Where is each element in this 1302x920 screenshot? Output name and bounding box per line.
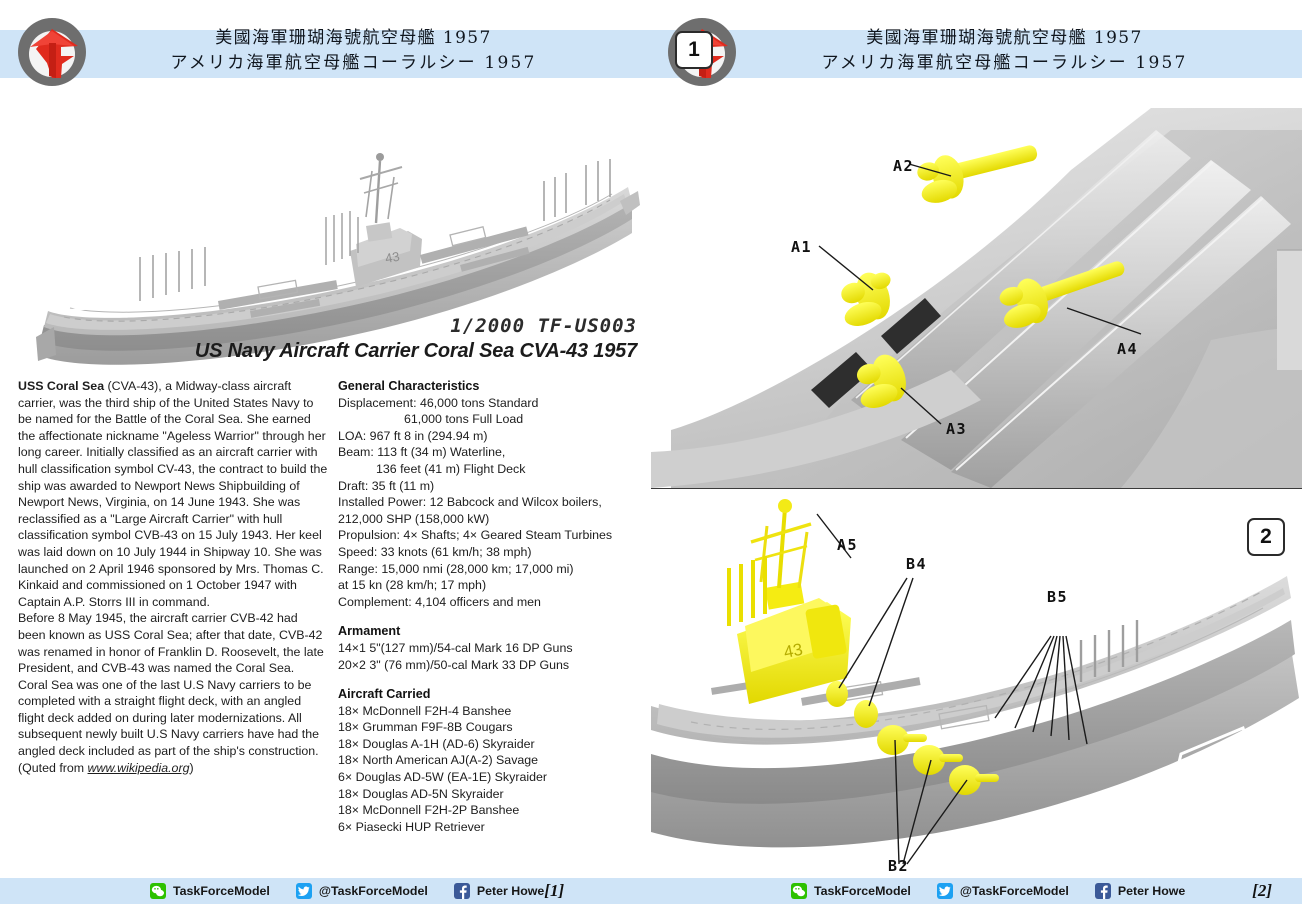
part-label-b2: B2 (888, 857, 910, 875)
header-band-left (0, 30, 651, 78)
wechat-icon[interactable] (791, 883, 807, 899)
part-label-b5: B5 (1047, 588, 1069, 606)
part-label-b4: B4 (906, 555, 928, 573)
spec-line-5: 136 feet (41 m) Flight Deck (376, 461, 526, 476)
citation-prefix: (Quted from (18, 760, 88, 775)
page-left: 美國海軍珊瑚海號航空母艦 1957 アメリカ海軍航空母艦コーラルシー 1957 (0, 16, 651, 904)
spec-line-10: Speed: 33 knots (61 km/h; 38 mph) (338, 544, 532, 559)
svg-text:43: 43 (384, 249, 401, 266)
info-columns: USS Coral Sea (CVA-43), a Midway-class a… (18, 378, 638, 835)
armament-heading: Armament (338, 624, 401, 639)
aircraft-carried-heading: Aircraft Carried (338, 687, 431, 702)
ship-render-image: 43 (20, 105, 640, 375)
social-label-2: @TaskForceModel (959, 884, 1069, 898)
spec-line-7: Installed Power: 12 Babcock and Wilcox b… (338, 495, 602, 510)
assembly-step-1-illustration (651, 100, 1302, 488)
social-label-2: @TaskForceModel (318, 884, 428, 898)
armament-line-2: 20×2 3" (76 mm)/50-cal Mark 33 DP Guns (338, 657, 570, 672)
description-paragraph-1: USS Coral Sea (CVA-43), a Midway-class a… (18, 378, 328, 610)
specifications-column: General Characteristics Displacement: 46… (338, 378, 638, 835)
aircraft-line-2: 18× Grumman F9F-8B Cougars (338, 720, 513, 735)
svg-text:43: 43 (782, 640, 804, 662)
general-characteristics-heading: General Characteristics (338, 379, 480, 393)
social-label-1: TaskForceModel (173, 884, 270, 898)
citation-suffix: ) (189, 760, 194, 775)
spacer-2 (338, 673, 638, 686)
wikipedia-link[interactable]: www.wikipedia.org (87, 760, 190, 775)
part-label-a3: A3 (946, 420, 968, 438)
spec-line-13: Complement: 4,104 officers and men (338, 594, 541, 609)
social-links-left: TaskForceModel @TaskForceModel Peter Howe (150, 883, 544, 899)
wechat-icon[interactable] (150, 883, 166, 899)
page-right: 美國海軍珊瑚海號航空母艦 1957 アメリカ海軍航空母艦コーラルシー 1957 (651, 0, 1302, 920)
aircraft-line-4: 18× North American AJ(A-2) Savage (338, 753, 539, 768)
part-label-a5: A5 (837, 536, 859, 554)
twitter-icon[interactable] (295, 883, 312, 899)
facebook-icon[interactable] (1094, 883, 1111, 899)
aircraft-line-5: 6× Douglas AD-5W (EA-1E) Skyraider (338, 770, 547, 785)
aircraft-line-6: 18× Douglas AD-5N Skyraider (338, 786, 504, 801)
part-label-a1: A1 (791, 238, 813, 256)
part-label-a4: A4 (1117, 340, 1139, 358)
spec-line-6: Draft: 35 ft (11 m) (338, 478, 435, 493)
taskforce-tf-monogram-logo-icon (16, 16, 88, 88)
spec-line-2: 61,000 tons Full Load (404, 412, 524, 427)
step-number-box-2: 2 (1247, 518, 1285, 556)
panel-divider (651, 488, 1302, 489)
spec-line-4: Beam: 113 ft (34 m) Waterline, (338, 445, 506, 460)
armament-line-1: 14×1 5"(127 mm)/54-cal Mark 16 DP Guns (338, 640, 573, 655)
spacer-1 (338, 610, 638, 623)
aircraft-carried-list: 18× McDonnell F2H-4 Banshee 18× Grumman F… (338, 703, 638, 836)
description-citation: (Quted from www.wikipedia.org) (18, 760, 328, 777)
spec-line-12: at 15 kn (28 km/h; 17 mph) (338, 578, 487, 593)
spec-line-11: Range: 15,000 nmi (28,000 km; 17,000 mi) (338, 561, 574, 576)
facebook-icon[interactable] (453, 883, 470, 899)
header-band-right (651, 30, 1302, 78)
social-links-right: TaskForceModel @TaskForceModel Peter Howe (791, 883, 1185, 899)
social-label-1: TaskForceModel (814, 884, 911, 898)
assembly-step-2-illustration: 43 (651, 492, 1302, 874)
aircraft-line-3: 18× Douglas A-1H (AD-6) Skyraider (338, 736, 535, 751)
aircraft-line-7: 18× McDonnell F2H-2P Banshee (338, 803, 520, 818)
spec-line-8: 212,000 SHP (158,000 kW) (338, 511, 490, 526)
description-lead-bold: USS Coral Sea (18, 379, 105, 393)
part-label-a2: A2 (893, 157, 915, 175)
aircraft-line-8: 6× Piasecki HUP Retriever (338, 819, 485, 834)
spec-line-1: Displacement: 46,000 tons Standard (338, 395, 539, 410)
spec-line-3: LOA: 967 ft 8 in (294.94 m) (338, 428, 488, 443)
general-characteristics-list: Displacement: 46,000 tons Standard 61,000… (338, 395, 638, 611)
description-paragraph-2: Before 8 May 1945, the aircraft carrier … (18, 611, 324, 676)
page-number-left: [1] (544, 881, 565, 900)
step-number-box-1: 1 (675, 31, 713, 69)
description-body-1: (CVA-43), a Midway-class aircraft carrie… (18, 379, 328, 609)
model-scale-code: 1/2000 TF-US003 (450, 315, 637, 337)
description-paragraph-3: Coral Sea was one of the last U.S Navy c… (18, 677, 319, 759)
product-title: US Navy Aircraft Carrier Coral Sea CVA-4… (194, 340, 637, 362)
page-number-right: [2] (1252, 881, 1272, 900)
social-label-3: Peter Howe (1117, 884, 1186, 898)
spec-line-9: Propulsion: 4× Shafts; 4× Geared Steam T… (338, 528, 613, 543)
aircraft-line-1: 18× McDonnell F2H-4 Banshee (338, 703, 512, 718)
twitter-icon[interactable] (936, 883, 953, 899)
description-column: USS Coral Sea (CVA-43), a Midway-class a… (18, 378, 328, 835)
armament-list: 14×1 5"(127 mm)/54-cal Mark 16 DP Guns 20… (338, 640, 638, 673)
social-label-3: Peter Howe (476, 884, 545, 898)
